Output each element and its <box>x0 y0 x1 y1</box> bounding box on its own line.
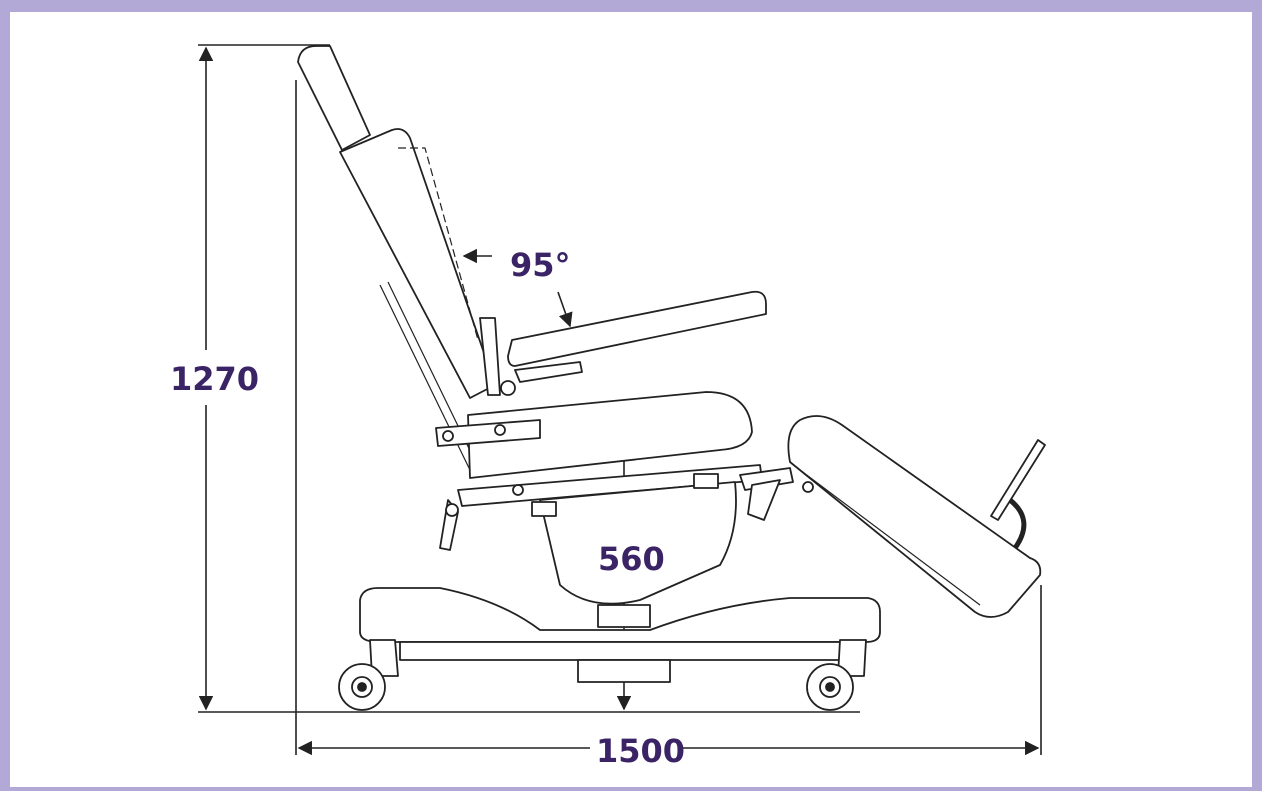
base-center-foot <box>577 659 671 683</box>
caster-axle-left <box>357 682 367 692</box>
legrest-rail <box>799 469 981 606</box>
length-label: 1500 <box>596 732 685 770</box>
lift-column-housing <box>539 481 737 605</box>
bracket-bolt <box>442 430 454 442</box>
housing-latch <box>693 473 719 489</box>
caster-fork-right <box>837 639 867 677</box>
angle-label: 95° <box>510 246 571 284</box>
chair-drawing <box>297 45 1046 711</box>
backrest <box>339 128 496 399</box>
column-stem <box>597 604 651 628</box>
armrest-link <box>514 361 583 383</box>
lever-pivot <box>445 503 459 517</box>
seat-height-label: 560 <box>598 540 665 578</box>
backrest-inner-line <box>398 147 479 341</box>
dimension-lines <box>198 44 1042 756</box>
angle-arrow-arm <box>557 291 573 328</box>
seat-side-bracket <box>435 419 541 447</box>
housing-latch <box>531 501 557 517</box>
bracket-bolt <box>494 424 506 436</box>
height-label: 1270 <box>170 360 259 398</box>
armrest <box>507 290 767 367</box>
legrest-pivot <box>802 481 814 493</box>
footplate-bracket <box>1008 498 1027 550</box>
headrest <box>297 45 371 151</box>
frame-bolt <box>512 484 524 496</box>
caster-fork-left <box>369 639 399 677</box>
caster-axle-right <box>825 682 835 692</box>
base-rail <box>399 641 851 661</box>
footplate <box>990 439 1046 521</box>
seat-cushion <box>467 391 753 479</box>
legrest <box>787 415 1042 618</box>
armrest-pivot <box>500 380 516 396</box>
legrest-strut <box>747 479 781 521</box>
armrest-post <box>479 317 501 396</box>
